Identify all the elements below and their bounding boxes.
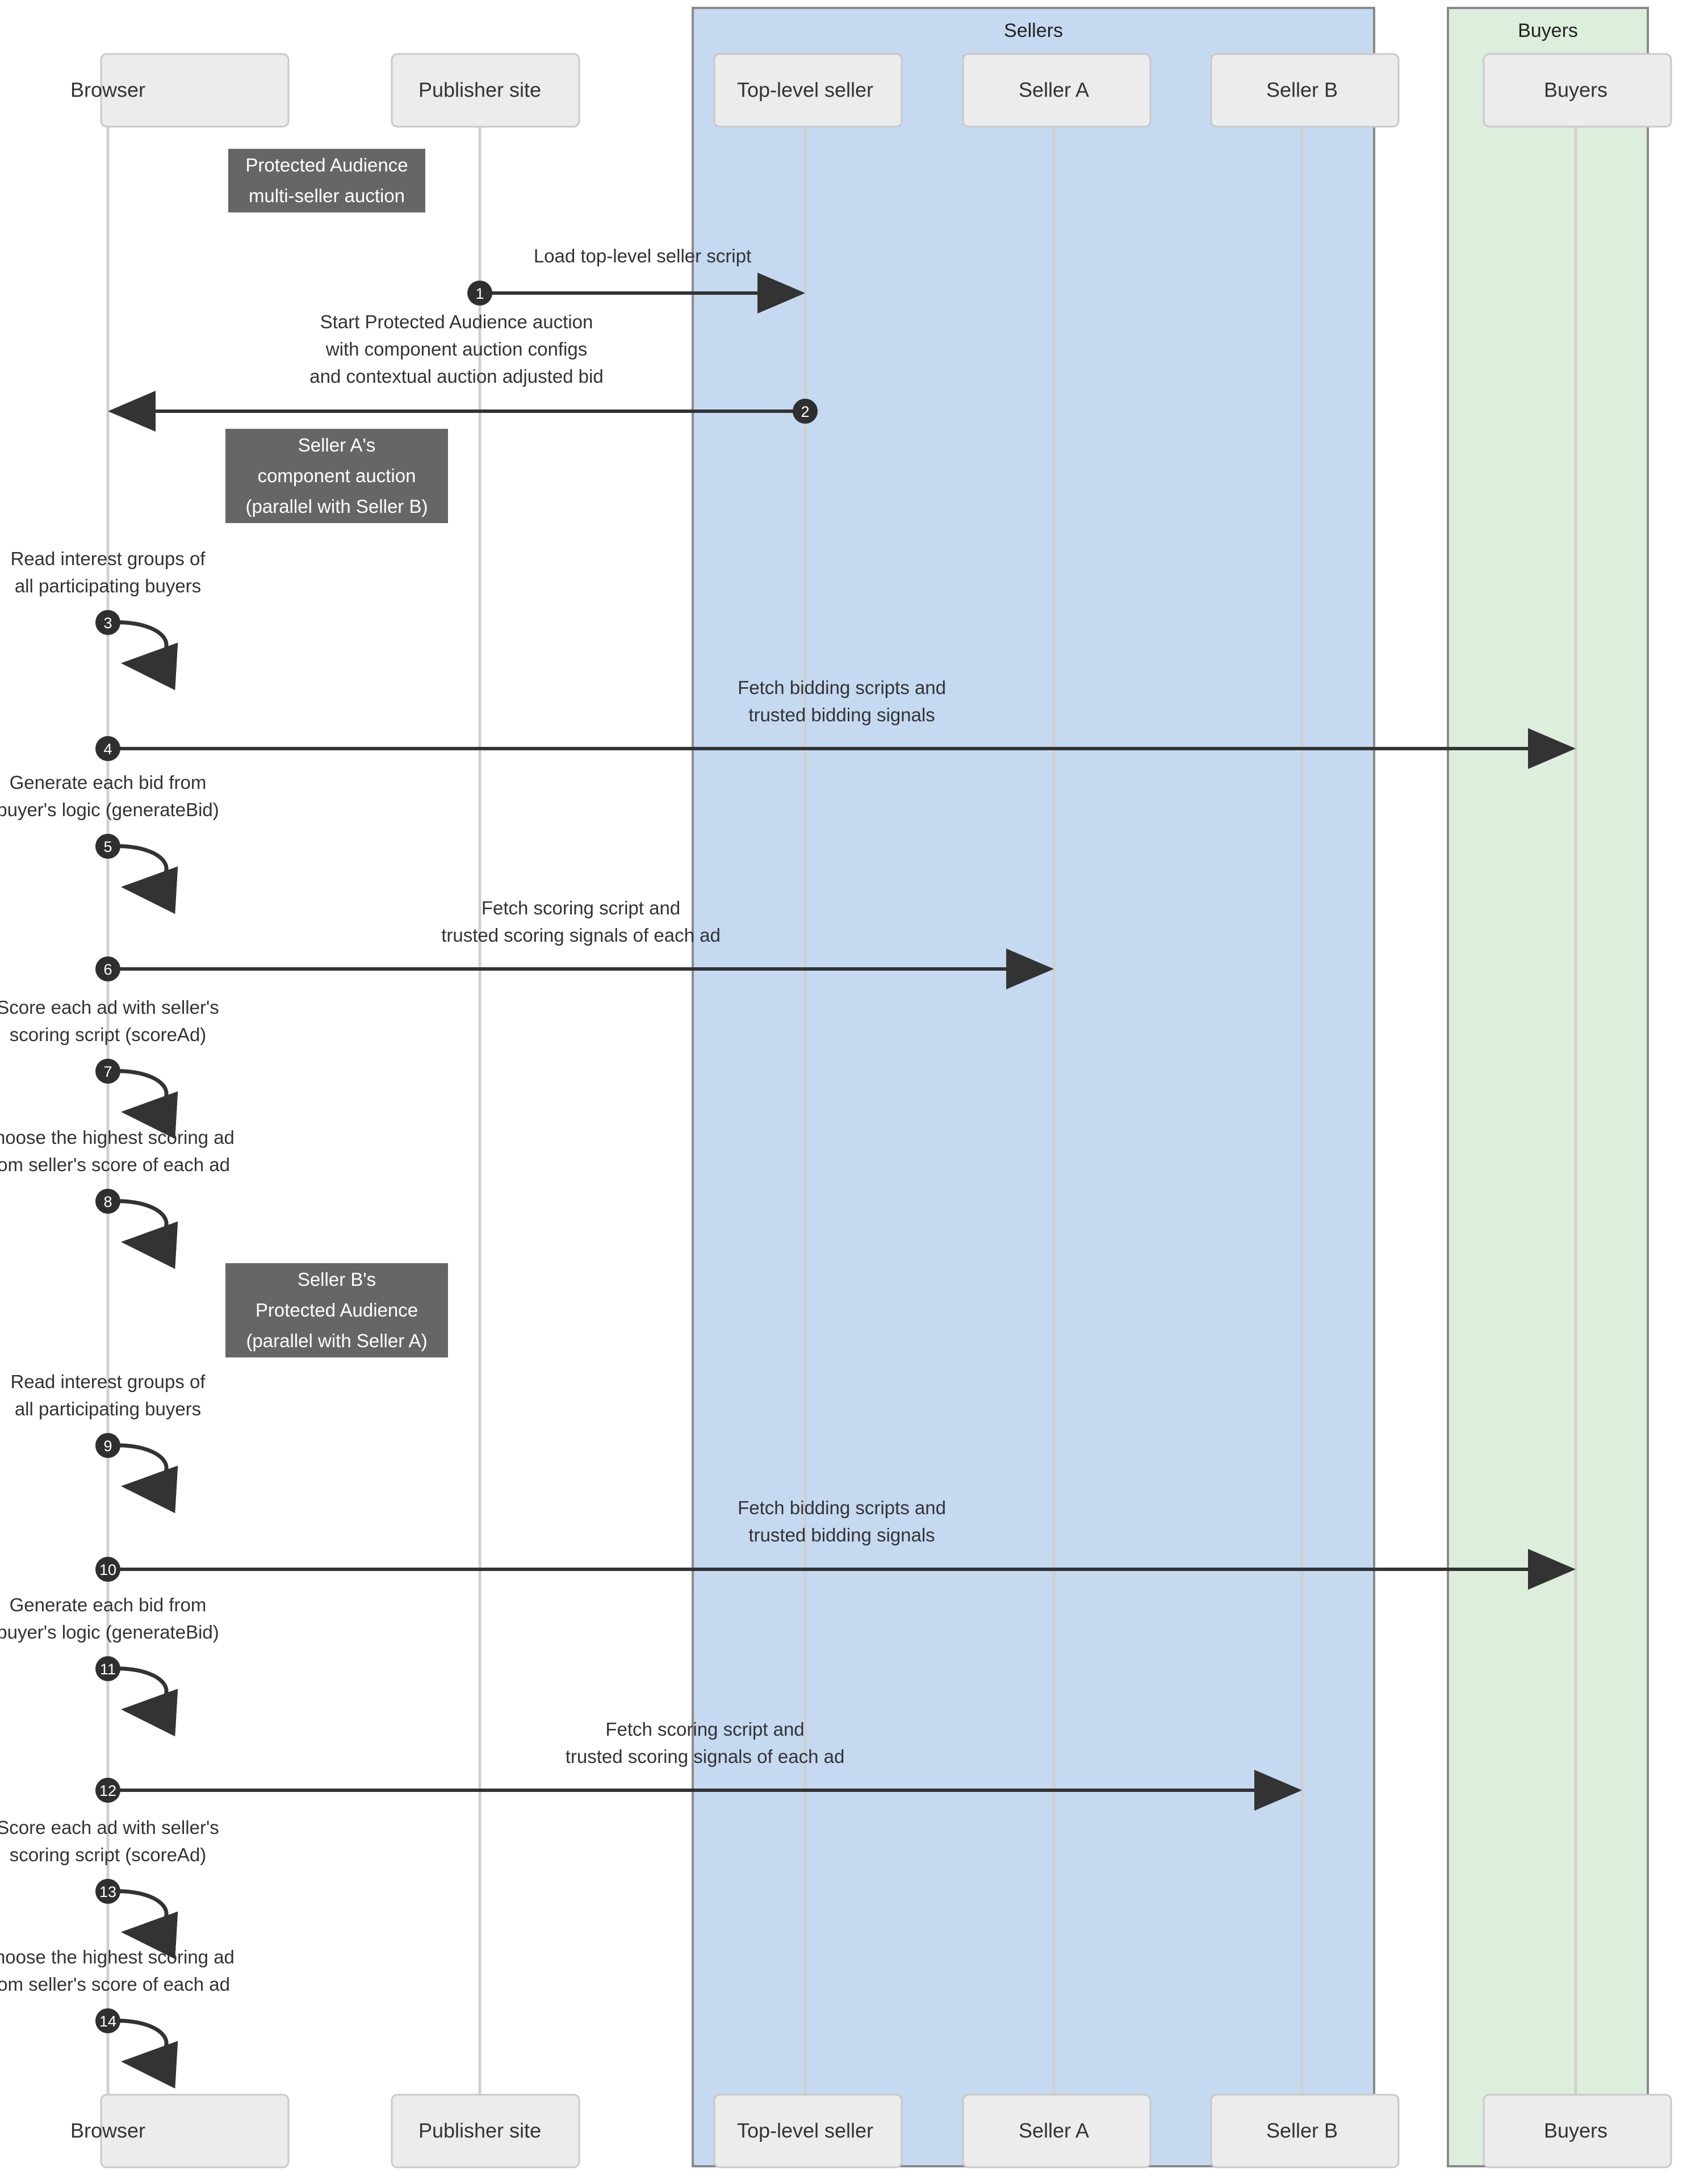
group-box-sellers bbox=[692, 7, 1375, 2167]
message-label-1: Load top-level seller script bbox=[534, 245, 751, 266]
self-message-arrow-13[interactable] bbox=[107, 1889, 178, 1959]
step-badge-number-7: 7 bbox=[103, 1063, 112, 1080]
step-badge-number-11: 11 bbox=[100, 1661, 116, 1678]
participant-feet-layer: Browser Publisher site Top-level seller Sel… bbox=[70, 2094, 1672, 2169]
participant-label-buyers-top: Buyers bbox=[1544, 78, 1607, 102]
participant-label-topseller-top: Top-level seller bbox=[737, 78, 873, 102]
participant-heads-layer: Browser Publisher site Top-level seller Sel… bbox=[70, 53, 1672, 128]
step-badge-number-5: 5 bbox=[103, 838, 112, 855]
self-message-arrow-5[interactable] bbox=[107, 844, 178, 914]
participant-label-sellera-bottom: Seller A bbox=[1019, 2119, 1089, 2142]
participant-label-publisher-top: Publisher site bbox=[418, 78, 541, 102]
step-badge-11 bbox=[95, 1656, 120, 1681]
participant-label-sellerb-top: Seller B bbox=[1266, 78, 1338, 102]
self-message-arrow-3[interactable] bbox=[107, 620, 178, 691]
step-badge-number-3: 3 bbox=[103, 615, 112, 632]
step-badge-number-4: 4 bbox=[103, 741, 112, 758]
self-message-arrow-8[interactable] bbox=[107, 1199, 178, 1269]
step-badge-number-9: 9 bbox=[103, 1438, 112, 1455]
note-box-note-3 bbox=[225, 1263, 448, 1357]
step-badge-7 bbox=[95, 1059, 120, 1084]
step-badge-number-8: 8 bbox=[103, 1193, 112, 1210]
participant-box-sellera-top[interactable] bbox=[962, 53, 1152, 128]
step-badge-number-13: 13 bbox=[99, 1883, 116, 1900]
step-badge-3 bbox=[95, 610, 120, 635]
participant-label-topseller-bottom: Top-level seller bbox=[737, 2119, 873, 2142]
participant-box-sellerb-top[interactable] bbox=[1210, 53, 1400, 128]
participant-label-browser-bottom: Browser bbox=[70, 2119, 145, 2142]
step-badge-1 bbox=[467, 281, 492, 306]
self-message-arrow-14[interactable] bbox=[107, 2019, 178, 2089]
participant-box-sellerb-bottom[interactable] bbox=[1210, 2094, 1400, 2169]
step-badge-8 bbox=[95, 1189, 120, 1214]
participant-box-sellera-bottom[interactable] bbox=[962, 2094, 1152, 2169]
step-badge-6 bbox=[95, 956, 120, 981]
step-badge-2 bbox=[793, 399, 818, 424]
participant-box-topseller-top[interactable] bbox=[713, 53, 903, 128]
step-badge-number-10: 10 bbox=[99, 1561, 116, 1578]
step-badge-number-1: 1 bbox=[475, 285, 484, 302]
participant-box-topseller-bottom[interactable] bbox=[713, 2094, 903, 2169]
group-label-sellers: Sellers bbox=[1004, 20, 1063, 41]
participant-label-sellera-top: Seller A bbox=[1019, 78, 1089, 102]
step-badge-9 bbox=[95, 1433, 120, 1458]
self-message-arrow-7[interactable] bbox=[107, 1069, 178, 1139]
self-message-arrow-11[interactable] bbox=[107, 1666, 178, 1737]
note-box-note-1 bbox=[228, 149, 425, 212]
participant-label-buyers-bottom: Buyers bbox=[1544, 2119, 1607, 2142]
step-badge-number-12: 12 bbox=[99, 1782, 116, 1799]
participant-box-publisher-bottom[interactable] bbox=[391, 2094, 580, 2169]
step-badge-5 bbox=[95, 834, 120, 859]
step-badge-14 bbox=[95, 2008, 120, 2033]
participant-box-browser-bottom[interactable] bbox=[100, 2094, 290, 2169]
participant-label-browser-top: Browser bbox=[70, 78, 145, 102]
participant-label-publisher-bottom: Publisher site bbox=[418, 2119, 541, 2142]
group-box-buyers bbox=[1447, 7, 1649, 2167]
participant-box-publisher-top[interactable] bbox=[391, 53, 580, 128]
note-box-note-2 bbox=[225, 429, 448, 523]
participant-box-buyers-bottom[interactable] bbox=[1483, 2094, 1672, 2169]
participant-box-buyers-top[interactable] bbox=[1483, 53, 1672, 128]
group-label-buyers: Buyers bbox=[1518, 20, 1578, 41]
lifelines-layer bbox=[106, 127, 1577, 2095]
step-badge-number-2: 2 bbox=[801, 403, 809, 420]
self-message-arrow-9[interactable] bbox=[107, 1443, 178, 1514]
step-badge-number-6: 6 bbox=[103, 961, 112, 978]
step-badge-13 bbox=[95, 1879, 120, 1904]
participant-label-sellerb-bottom: Seller B bbox=[1266, 2119, 1338, 2142]
step-badge-12 bbox=[95, 1778, 120, 1803]
step-badge-10 bbox=[95, 1557, 120, 1582]
participant-box-browser-top[interactable] bbox=[100, 53, 290, 128]
step-badge-4 bbox=[95, 736, 120, 761]
step-badge-number-14: 14 bbox=[99, 2013, 116, 2030]
